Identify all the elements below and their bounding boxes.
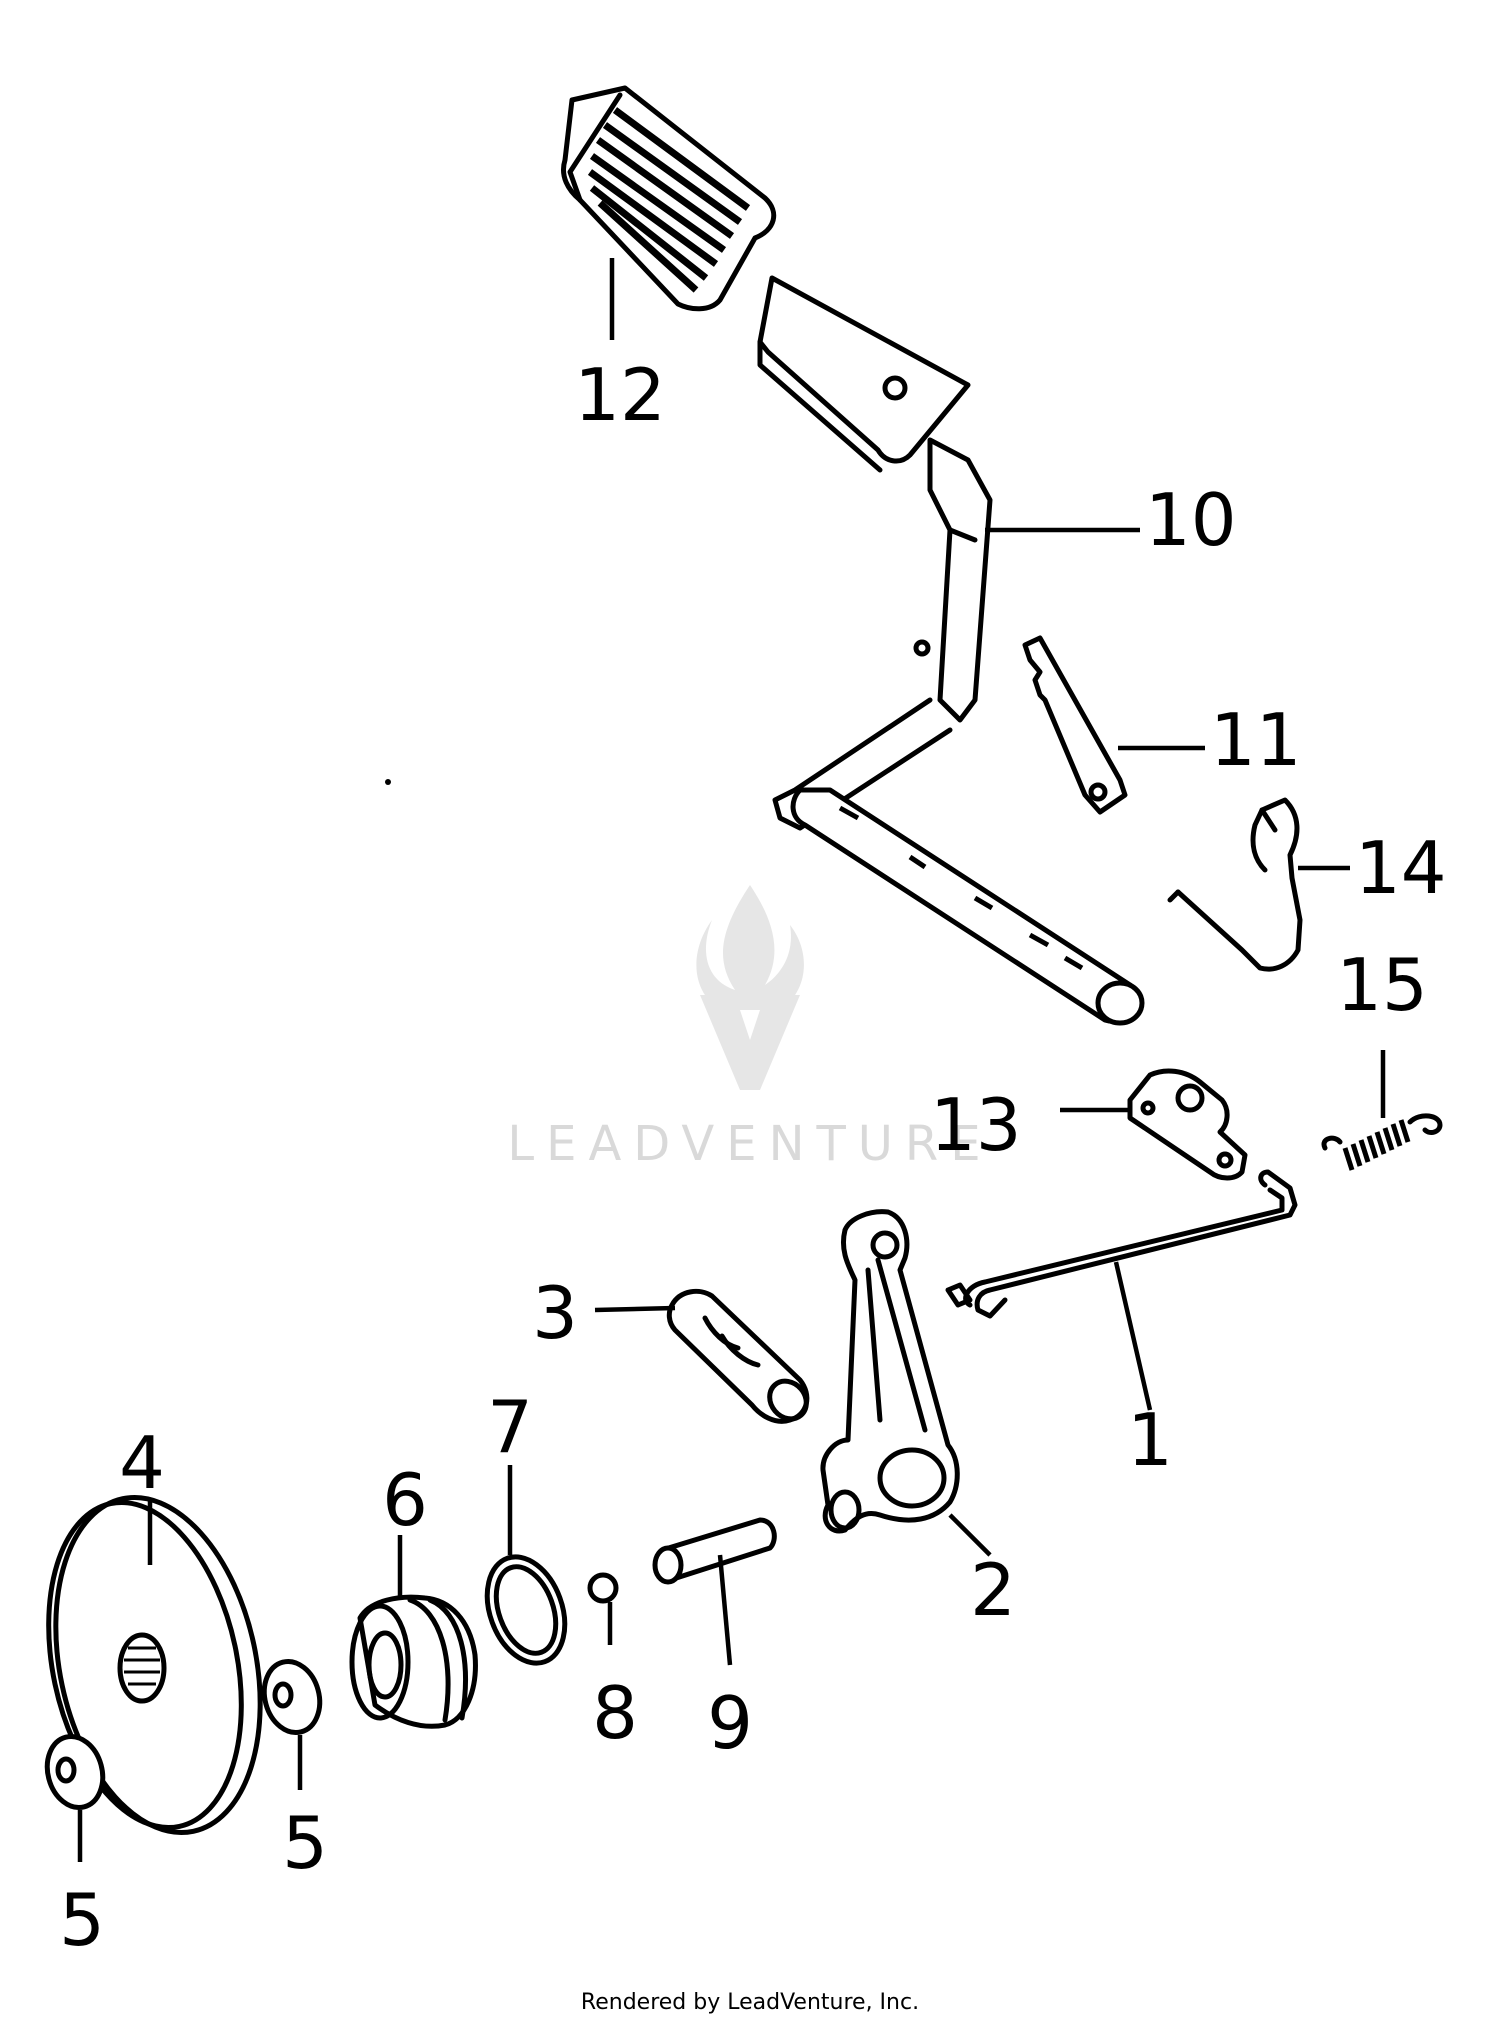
stray-dot (385, 779, 391, 785)
part-11-bracket[interactable] (1022, 635, 1128, 815)
callout-15: 15 (1336, 943, 1428, 1027)
part-9-dowel[interactable] (652, 1517, 777, 1585)
part-2-lever-arm[interactable] (820, 1209, 960, 1534)
watermark: LEADVENTURE (507, 885, 992, 1172)
part-7-ring[interactable] (473, 1546, 578, 1674)
callout-12: 12 (574, 353, 666, 437)
part-8-ball[interactable] (587, 1572, 619, 1604)
callout-5a: 5 (59, 1878, 105, 1962)
callout-8: 8 (592, 1671, 638, 1755)
part-10-pedal-arm[interactable] (757, 275, 1145, 1026)
callout-1: 1 (1127, 1398, 1173, 1482)
callout-4: 4 (119, 1421, 165, 1505)
part-15-spring[interactable] (1321, 1113, 1443, 1171)
part-4-pulley[interactable] (21, 1478, 289, 1851)
mounting-hole (882, 375, 908, 401)
part-12-pedal-pad[interactable] (561, 85, 777, 312)
callout-14: 14 (1355, 826, 1447, 910)
part-14-spring-clip[interactable] (1167, 797, 1303, 972)
callout-7: 7 (487, 1385, 533, 1469)
flame-logo-icon (696, 885, 804, 1010)
part-6-bushing[interactable] (349, 1594, 478, 1729)
callout-13: 13 (930, 1083, 1022, 1167)
callout-6: 6 (382, 1458, 428, 1542)
callout-9: 9 (707, 1681, 753, 1765)
callout-10: 10 (1145, 478, 1237, 562)
pedal-pad-ribs (587, 107, 751, 293)
part-5-washer-b[interactable] (257, 1655, 328, 1739)
callout-3: 3 (532, 1271, 578, 1355)
watermark-brand: LEADVENTURE (507, 1116, 992, 1172)
callout-labels: 1 2 3 4 5 5 6 7 8 9 10 11 12 13 14 15 (59, 353, 1447, 1962)
part-3-pin[interactable] (666, 1288, 814, 1426)
v-logo-icon (700, 995, 800, 1090)
shaft-splines (838, 805, 1084, 971)
callout-2: 2 (970, 1548, 1016, 1632)
footer-credit: Rendered by LeadVenture, Inc. (580, 1990, 920, 2015)
part-5-washer-a[interactable] (40, 1730, 111, 1814)
leader-lines (77, 258, 1386, 1862)
callout-5b: 5 (282, 1801, 328, 1885)
part-13-pivot-plate[interactable] (1127, 1068, 1248, 1181)
part-1-rod[interactable] (945, 1169, 1298, 1319)
callout-11: 11 (1210, 698, 1302, 782)
